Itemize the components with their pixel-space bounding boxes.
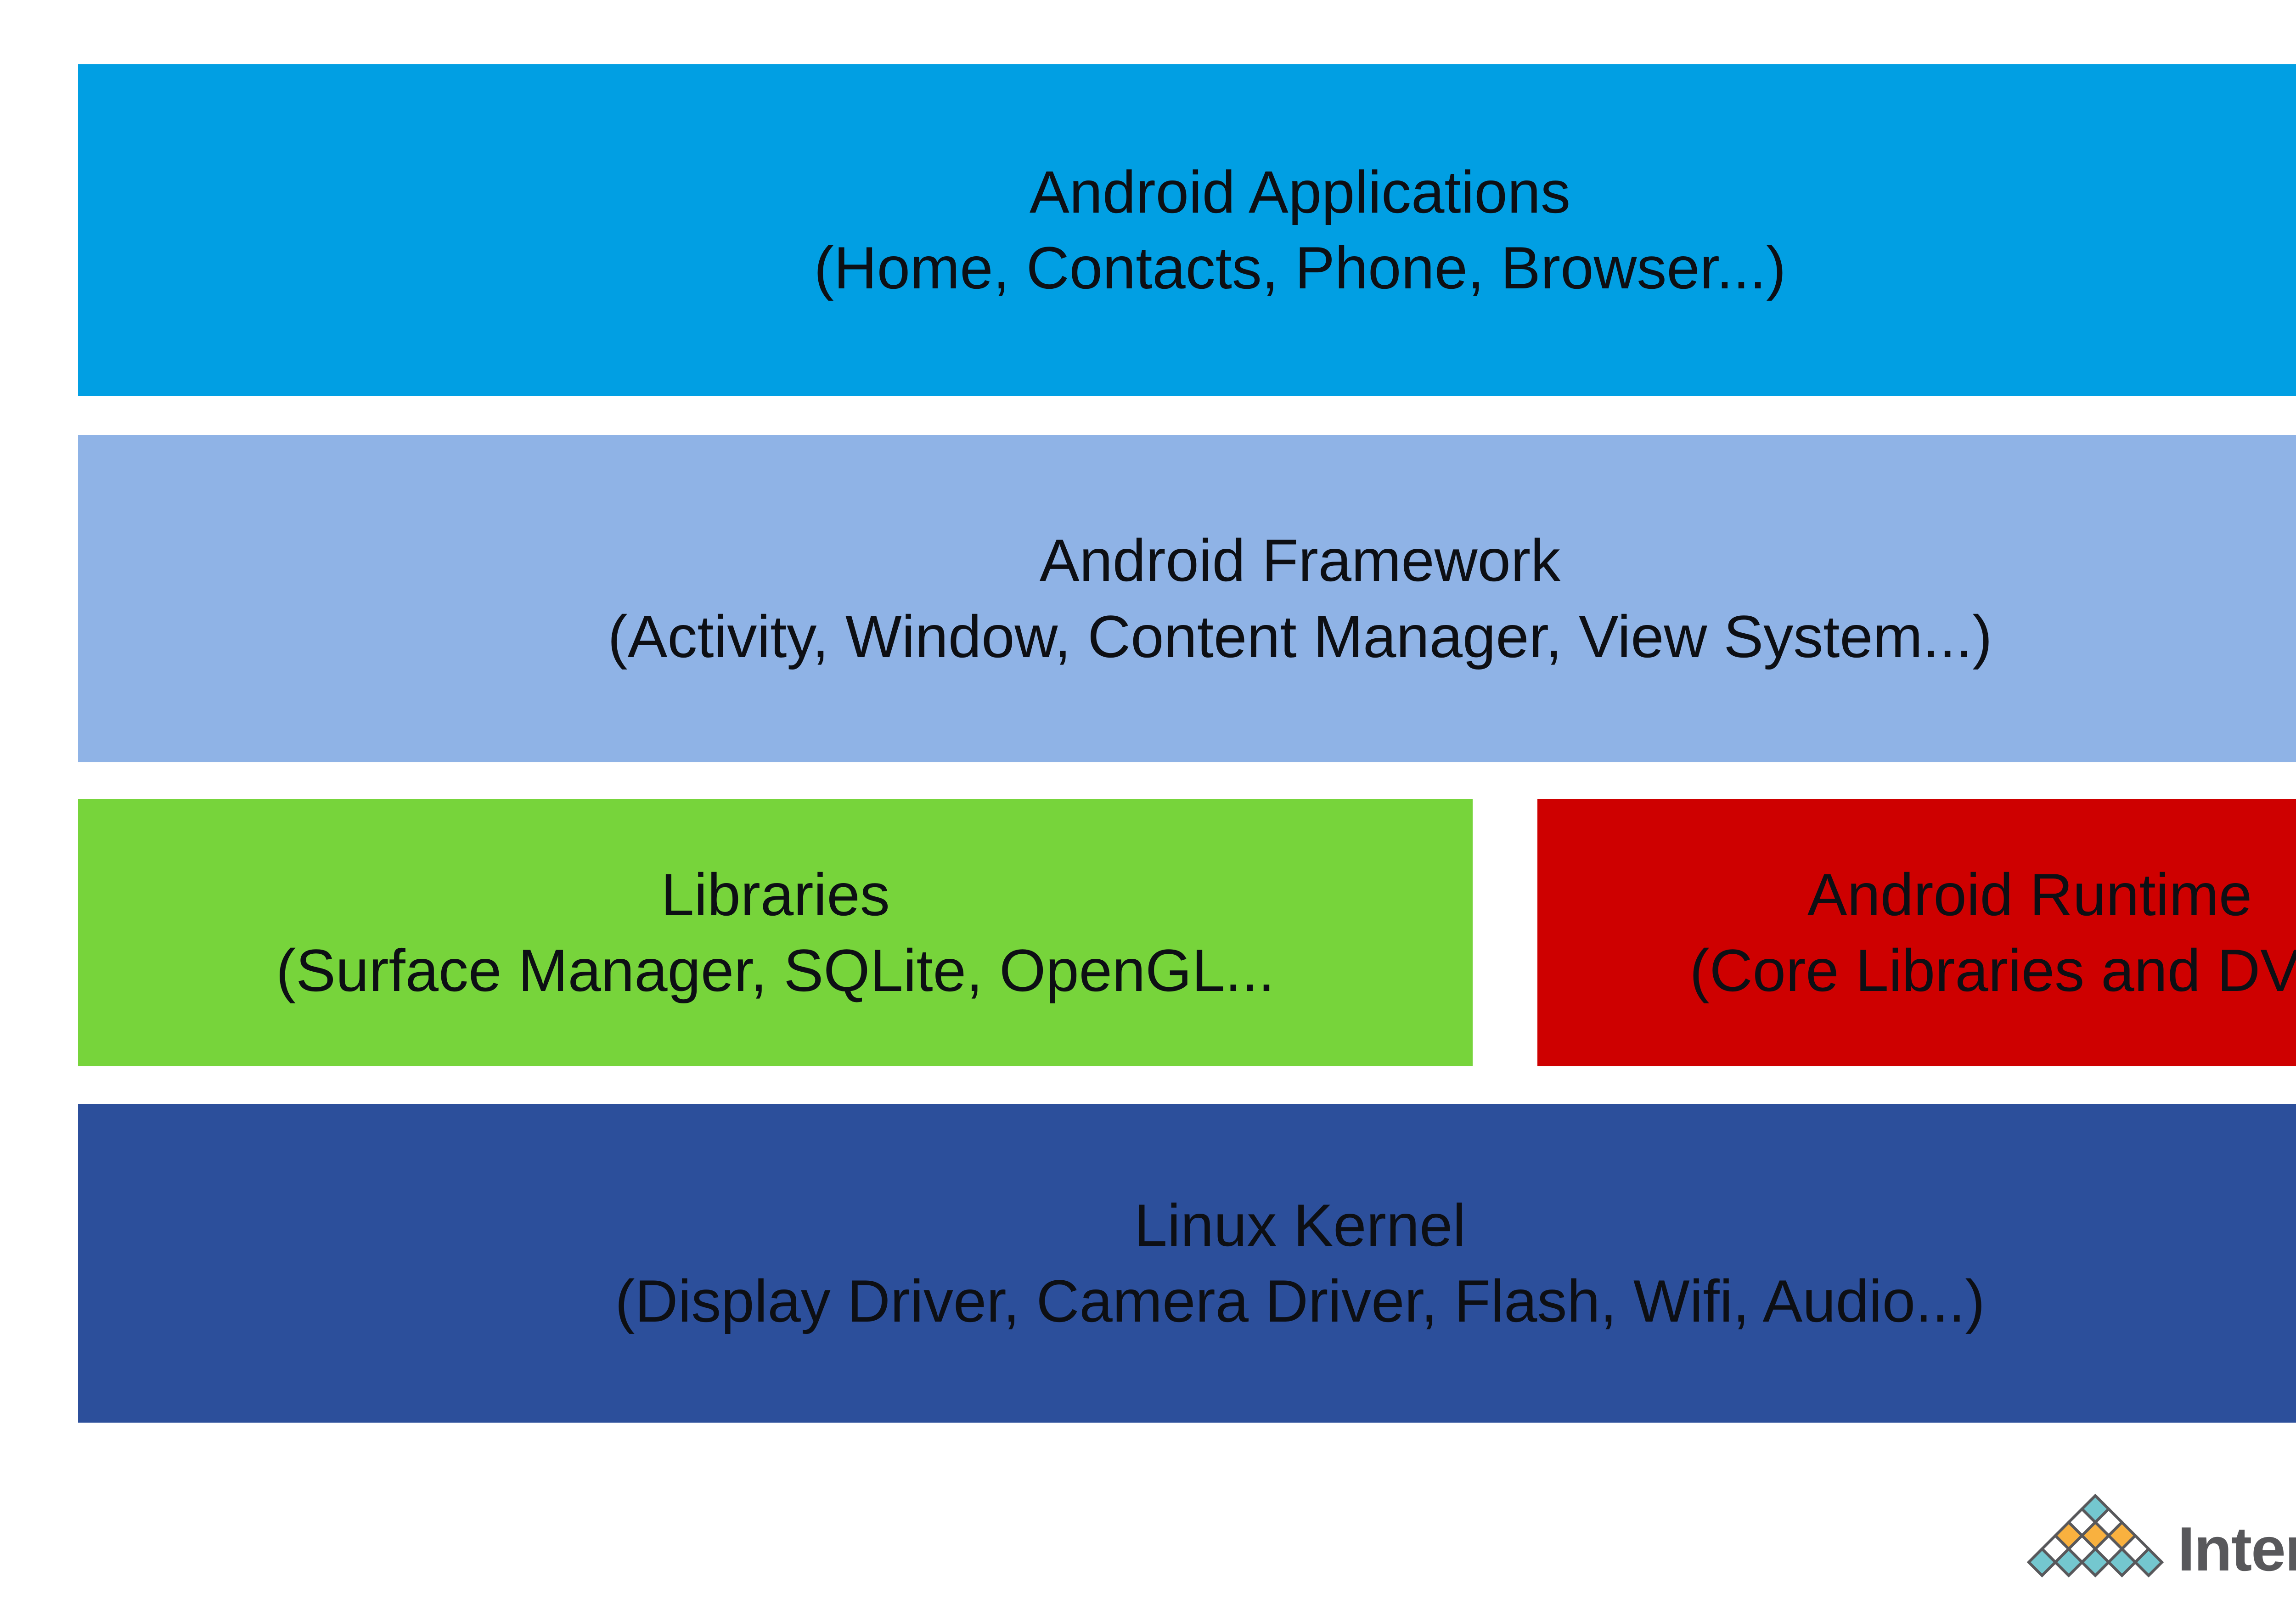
layer-libraries: Libraries (Surface Manager, SQLite, Open… — [78, 799, 1473, 1066]
layer-title: Android Runtime — [1807, 861, 2252, 928]
logo-text-interview: Interview — [2178, 1514, 2296, 1584]
layer-android-applications: Android Applications (Home, Contacts, Ph… — [78, 64, 2296, 396]
layer-android-framework: Android Framework (Activity, Window, Con… — [78, 435, 2296, 762]
layer-title: Android Applications — [1030, 158, 1570, 225]
interviewbit-pyramid-icon — [2026, 1493, 2164, 1578]
layer-subtitle: (Activity, Window, Content Manager, View… — [608, 602, 1992, 670]
layer-title: Android Framework — [1039, 527, 1561, 594]
layer-subtitle: (Surface Manager, SQLite, OpenGL... — [276, 937, 1275, 1004]
layer-subtitle: (Core Libraries and DVM) — [1689, 937, 2296, 1004]
layer-title: Libraries — [661, 861, 890, 928]
layer-android-runtime: Android Runtime (Core Libraries and DVM) — [1537, 799, 2296, 1066]
layer-subtitle: (Home, Contacts, Phone, Browser...) — [814, 234, 1786, 301]
layer-subtitle: (Display Driver, Camera Driver, Flash, W… — [615, 1267, 1985, 1334]
layer-linux-kernel: Linux Kernel (Display Driver, Camera Dri… — [78, 1104, 2296, 1423]
layer-title: Linux Kernel — [1134, 1191, 1466, 1259]
interviewbit-logo-text: InterviewBit — [2178, 1518, 2296, 1580]
